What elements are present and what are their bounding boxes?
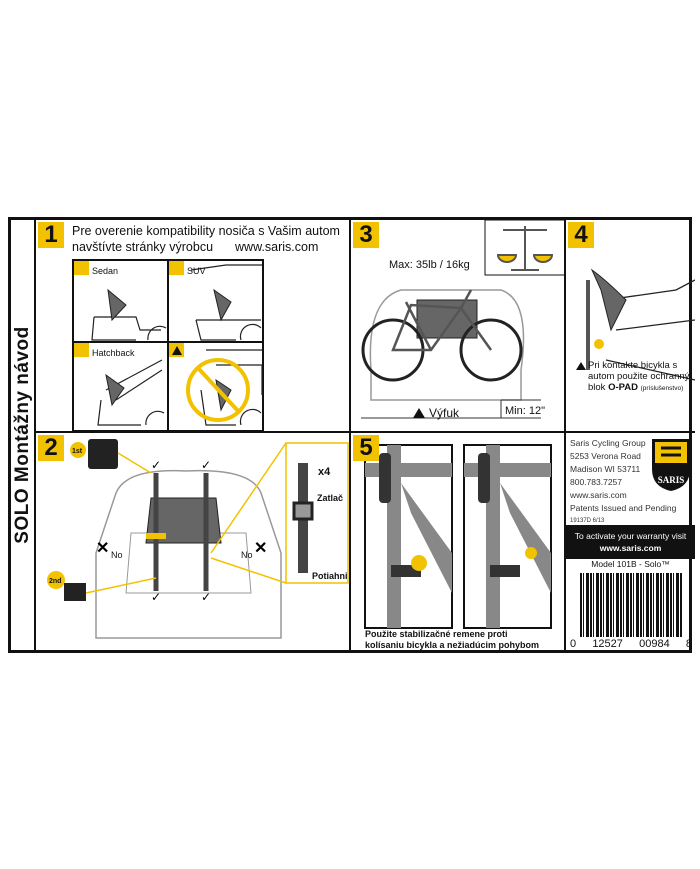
min-clearance: Min: 12" xyxy=(505,405,545,417)
pull-label: Potiahni xyxy=(312,571,348,581)
sheet-title: SOLO Montážny návod xyxy=(11,326,33,544)
step-3-panel: 3 Max: 35lb / 16kg Výfuk Min: 12" xyxy=(351,220,566,433)
no-right: No xyxy=(241,550,253,560)
opad-illustration xyxy=(576,268,695,381)
warranty-link[interactable]: www.saris.com xyxy=(599,543,662,553)
first-label: 1st xyxy=(72,448,83,455)
step-number: 3 xyxy=(353,222,379,248)
prohibited-icon xyxy=(186,358,250,422)
car-label-hatchback: Hatchback xyxy=(92,348,135,358)
svg-text:✕: ✕ xyxy=(96,540,109,557)
website-link[interactable]: www.saris.com xyxy=(570,490,627,500)
model-label: Model 101B - Solo™ xyxy=(591,559,670,569)
scale-icon xyxy=(496,226,554,271)
step-1-text: Pre overenie kompatibility nosiča s Vaši… xyxy=(72,224,340,254)
step-number: 1 xyxy=(38,222,64,248)
svg-text:✓: ✓ xyxy=(151,590,161,604)
opad-note: Pri kontakte bicykla s autom použite och… xyxy=(588,360,690,393)
no-left: No xyxy=(111,550,123,560)
url-link[interactable]: www.saris.com xyxy=(235,240,319,254)
second-label: 2nd xyxy=(49,578,62,585)
top-hook-icon xyxy=(88,439,118,469)
svg-text:✓: ✓ xyxy=(201,458,211,472)
barcode xyxy=(580,573,682,637)
push-label: Zatlač xyxy=(317,493,344,503)
max-weight: Max: 35lb / 16kg xyxy=(389,259,470,271)
stabilizer-strap-illustration xyxy=(364,444,552,629)
svg-text:✕: ✕ xyxy=(254,540,267,557)
step-5-panel: 5 Použite stabilizačné remene proti kolí… xyxy=(351,433,566,653)
car-fit-grid xyxy=(72,259,264,431)
x4-label: x4 xyxy=(318,466,331,478)
step-5-caption: Použite stabilizačné remene proti kolísa… xyxy=(365,629,540,650)
warning-triangle-icon xyxy=(413,408,425,418)
svg-text:SARIS: SARIS xyxy=(658,475,685,485)
car-label-suv: SUV xyxy=(187,266,206,276)
bottom-hook-icon xyxy=(64,583,86,601)
svg-text:✓: ✓ xyxy=(151,458,161,472)
company-info-panel: Saris Cycling Group 5253 Verona Road Mad… xyxy=(566,433,695,653)
rack-installation-illustration: ✕ ✕ ✓ ✓ ✓ ✓ xyxy=(47,439,349,639)
step-2-panel: 2 ✕ ✕ ✓ ✓ ✓ ✓ 1st 2nd No No x4 Zatlač Potia… xyxy=(36,433,351,653)
bike-on-car-illustration xyxy=(361,220,564,419)
instruction-sheet: SOLO Montážny návod 1 Pre overenie kompa… xyxy=(8,217,695,653)
exhaust-label: Výfuk xyxy=(429,406,460,420)
saris-logo: SARIS xyxy=(652,439,690,491)
title-column: SOLO Montážny návod xyxy=(11,220,36,650)
svg-text:✓: ✓ xyxy=(201,590,211,604)
warning-triangle-icon xyxy=(576,362,586,370)
step-number: 4 xyxy=(568,222,594,248)
company-address: Saris Cycling Group 5253 Verona Road Mad… xyxy=(570,438,677,524)
car-label-sedan: Sedan xyxy=(92,266,119,276)
warranty-banner: To activate your warranty visit www.sari… xyxy=(566,525,695,559)
step-number: 5 xyxy=(353,435,379,461)
step-number: 2 xyxy=(38,435,64,461)
warning-triangle-icon xyxy=(172,346,182,355)
step-1-panel: 1 Pre overenie kompatibility nosiča s Va… xyxy=(36,220,351,433)
step-4-panel: 4 Pri kontakte bicykla s autom použite o… xyxy=(566,220,695,433)
